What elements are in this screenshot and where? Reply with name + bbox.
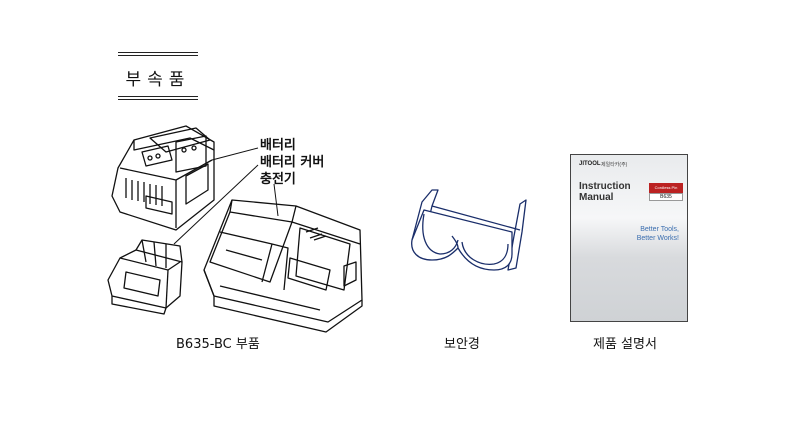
heading-rule-top — [118, 52, 198, 53]
battery-cover-illustration — [107, 239, 183, 315]
manual-model: B635 — [649, 193, 683, 201]
heading-rule-top-2 — [118, 55, 198, 56]
heading-title: 부속품 — [125, 70, 191, 90]
manual-badge: Cordless Pin Nailer — [649, 183, 683, 200]
manual-company: 제일타카(주) — [601, 162, 628, 168]
callout-battery: 배터리 — [260, 138, 296, 153]
safety-glasses-illustration — [411, 189, 527, 271]
item-label-safety-glasses: 보안경 — [444, 337, 480, 352]
item-label-manual: 제품 설명서 — [593, 337, 657, 352]
heading-rule-bottom-2 — [118, 99, 198, 100]
heading-rule-bottom — [118, 96, 198, 97]
callout-battery-cover: 배터리 커버 — [260, 155, 325, 170]
manual-brand: JITOOL — [579, 161, 601, 167]
callout-charger: 충전기 — [260, 172, 296, 187]
item-label-parts: B635-BC 부품 — [176, 337, 260, 352]
charger-illustration — [203, 199, 363, 333]
manual-title: Instruction Manual — [579, 181, 631, 203]
battery-illustration — [111, 125, 215, 231]
manual-slogan: Better Tools, Better Works! — [636, 226, 679, 242]
instruction-manual-cover: JITOOL 제일타카(주) Instruction Manual Cordle… — [570, 154, 688, 322]
section-heading: 부속품 — [118, 52, 198, 102]
callout-lines — [173, 147, 279, 245]
callout-labels: 배터리 배터리 커버 충전기 — [260, 137, 324, 188]
